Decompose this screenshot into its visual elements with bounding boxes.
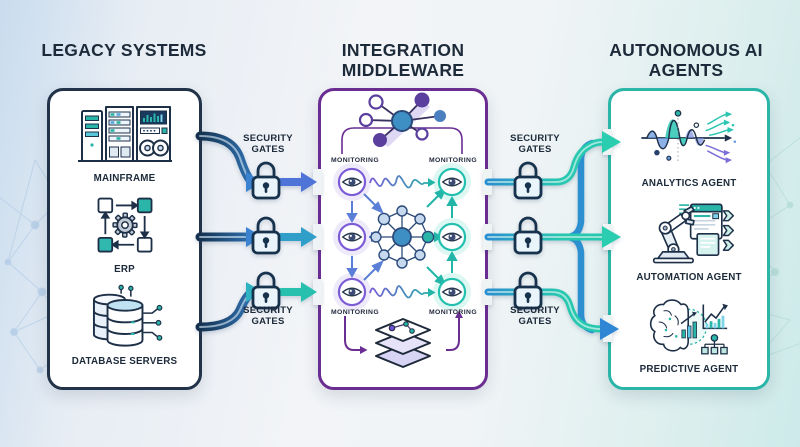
legacy-systems-title: LEGACY SYSTEMS <box>41 40 207 60</box>
mini-bar-chart <box>680 311 697 339</box>
security-gates-label-right-bottom: SECURITY GATES <box>510 305 560 327</box>
brain-icon <box>649 299 689 352</box>
agent-item-predictive: PREDICTIVE AGENT <box>611 295 767 375</box>
lock-icon <box>251 271 281 310</box>
lock-icon <box>513 161 543 200</box>
output-arrows <box>722 210 735 251</box>
analytics-icon <box>641 109 737 164</box>
monitoring-label-bottom-right: MONITORING <box>428 309 478 316</box>
waveform-arrowheads <box>428 178 436 297</box>
molecule-icon <box>358 92 446 147</box>
lock-icon <box>513 271 543 310</box>
database-servers-label: DATABASE SERVERS <box>71 356 178 367</box>
erp-label: ERP <box>114 264 135 275</box>
gear-icon <box>111 212 138 238</box>
autonomous-ai-agents-title: AUTONOMOUS AI AGENTS <box>609 40 763 80</box>
layers-arrowheads <box>360 310 463 354</box>
trend-chart <box>702 303 728 330</box>
flow-arrows-teal <box>705 113 729 136</box>
flow-arrows-purple <box>705 144 727 161</box>
monitoring-label-top-left: MONITORING <box>330 157 380 164</box>
legacy-item-database: DATABASE SERVERS <box>50 284 199 367</box>
lock-icon <box>251 216 281 255</box>
analytics-agent-label: ANALYTICS AGENT <box>641 178 737 189</box>
legacy-item-erp: ERP <box>50 194 199 275</box>
legacy-systems-panel: MAINFRAME <box>47 88 202 390</box>
agent-item-automation: AUTOMATION AGENT <box>611 201 767 283</box>
agent-item-analytics: ANALYTICS AGENT <box>611 105 767 189</box>
legacy-item-mainframe: MAINFRAME <box>50 103 199 184</box>
security-gates-label-left-top: SECURITY GATES <box>243 133 293 155</box>
monitoring-label-bottom-left: MONITORING <box>330 309 380 316</box>
layers-routing-arrows <box>344 316 460 351</box>
network-icon <box>370 205 435 269</box>
robot-arm <box>652 205 695 264</box>
integration-middleware-title: INTEGRATION MIDDLEWARE <box>341 40 465 80</box>
monitoring-label-top-right: MONITORING <box>428 157 478 164</box>
erp-icon <box>97 197 152 253</box>
automation-icon <box>652 203 735 264</box>
middleware-diagram <box>333 92 471 368</box>
mainframe-icon <box>77 106 172 162</box>
layers-icon <box>375 318 431 368</box>
database-icon <box>92 284 162 347</box>
legacy-to-middleware-flows <box>195 131 305 332</box>
predictive-agent-label: PREDICTIVE AGENT <box>639 364 739 375</box>
lock-icon <box>251 161 281 200</box>
automation-agent-label: AUTOMATION AGENT <box>636 272 742 283</box>
security-gates-label-left-bottom: SECURITY GATES <box>243 305 293 327</box>
agent-flow-arrowheads <box>600 131 621 340</box>
security-gates-label-right-top: SECURITY GATES <box>510 133 560 155</box>
autonomous-ai-agents-panel: ANALYTICS AGENT <box>608 88 770 390</box>
lock-icon <box>513 216 543 255</box>
middleware-to-agents-flows <box>484 138 607 334</box>
hierarchy-tree <box>701 334 728 355</box>
predictive-icon <box>649 299 728 355</box>
waveform-icon <box>369 175 429 299</box>
left-routing-arrows <box>346 193 384 281</box>
mainframe-label: MAINFRAME <box>93 173 156 184</box>
